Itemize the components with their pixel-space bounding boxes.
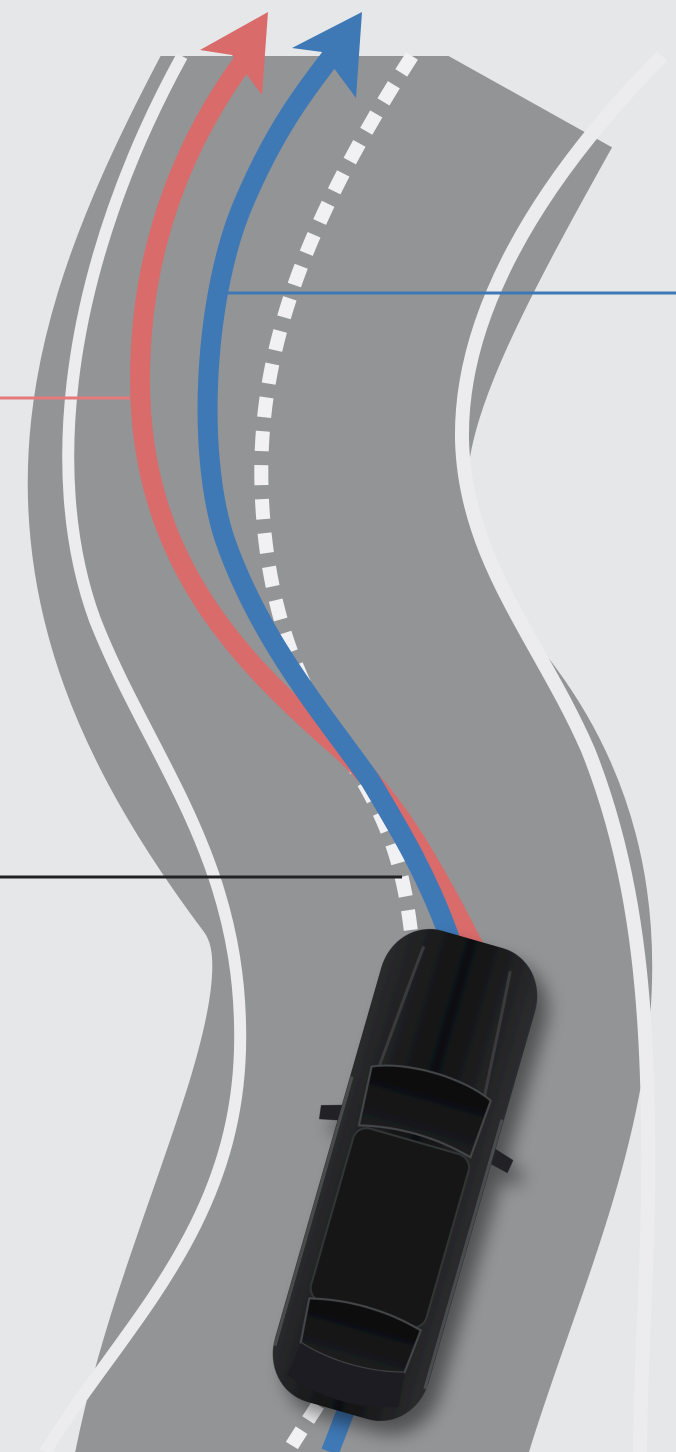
diagram-canvas xyxy=(0,0,676,1452)
lane-keeping-diagram xyxy=(0,0,676,1452)
